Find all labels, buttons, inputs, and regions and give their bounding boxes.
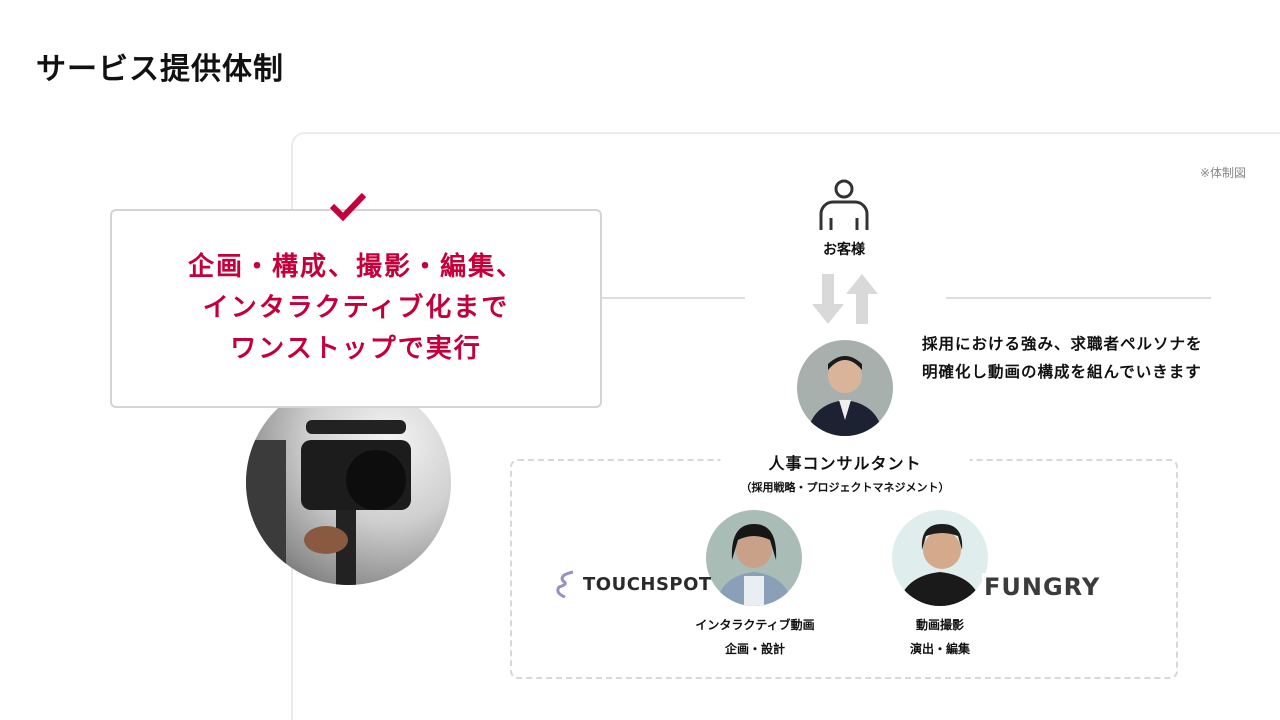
connector-line-right [946,297,1211,299]
callout-box: 企画・構成、撮影・編集、 インタラクティブ化まで ワンストップで実行 [110,209,602,408]
touchspot-logo: TOUCHSPOT [553,569,712,599]
diagram-note: ※体制図 [1199,166,1246,180]
consultant-subtitle: （採用戦略・プロジェクトマネジメント） [740,481,950,494]
checkmark-icon [329,192,367,222]
person-avatar-icon [807,356,883,436]
description-line: 採用における強み、求職者ペルソナを [922,335,1203,353]
role-line: インタラクティブ動画 [695,618,815,632]
role-line: 演出・編集 [909,642,971,656]
touchspot-swirl-icon [556,570,574,599]
page-title: サービス提供体制 [36,52,284,87]
consultant-photo [797,340,893,436]
person-avatar-icon [716,524,792,606]
touchspot-role: インタラクティブ動画 企画・設計 [695,613,814,661]
fungry-role: 動画撮影 演出・編集 [910,613,970,661]
customer-label: お客様 [823,242,865,258]
description-line: 明確化し動画の構成を組んでいきます [922,363,1202,381]
person-icon [819,179,869,230]
touchspot-member-photo [706,510,802,606]
role-line: 企画・設計 [724,642,785,656]
fungry-member-photo [892,510,988,606]
touchspot-logo-text: TOUCHSPOT [583,573,712,595]
callout-line: ワンストップで実行 [230,334,482,364]
fungry-logo: FUNGRY [982,573,1101,601]
connector-line-left [601,297,745,299]
callout-line: 企画・構成、撮影・編集、 [187,252,524,282]
video-camera-icon [246,420,411,585]
camera-photo [246,380,451,585]
person-avatar-icon [898,524,982,606]
callout-line: インタラクティブ化まで [202,293,510,323]
consultant-description: 採用における強み、求職者ペルソナを 明確化し動画の構成を組んでいきます [922,330,1203,386]
role-line: 動画撮影 [915,618,965,632]
bidirectional-arrows-icon [812,274,878,324]
consultant-title: 人事コンサルタント [720,450,970,474]
